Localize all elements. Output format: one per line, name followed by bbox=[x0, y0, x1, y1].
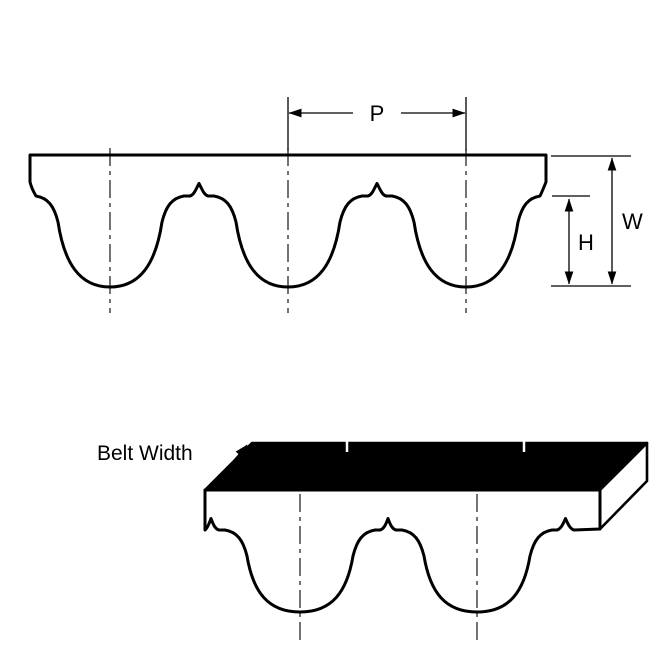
belt-width-label: Belt Width bbox=[97, 442, 193, 465]
pitch-label: P bbox=[370, 101, 385, 126]
belt-top-face bbox=[203, 441, 649, 492]
height-dimension: H bbox=[552, 195, 594, 285]
belt-thickness-label: W bbox=[622, 209, 643, 234]
belt-width-arrow bbox=[210, 444, 248, 488]
tooth-height-label: H bbox=[578, 230, 594, 255]
width-dimension: W bbox=[551, 155, 643, 287]
isometric-view: Belt Width bbox=[97, 437, 649, 640]
belt-front-face-outline bbox=[203, 488, 602, 614]
pitch-dimension: P bbox=[287, 97, 467, 151]
belt-width-callout: Belt Width bbox=[97, 442, 248, 488]
profile-view: P W H bbox=[28, 97, 643, 313]
